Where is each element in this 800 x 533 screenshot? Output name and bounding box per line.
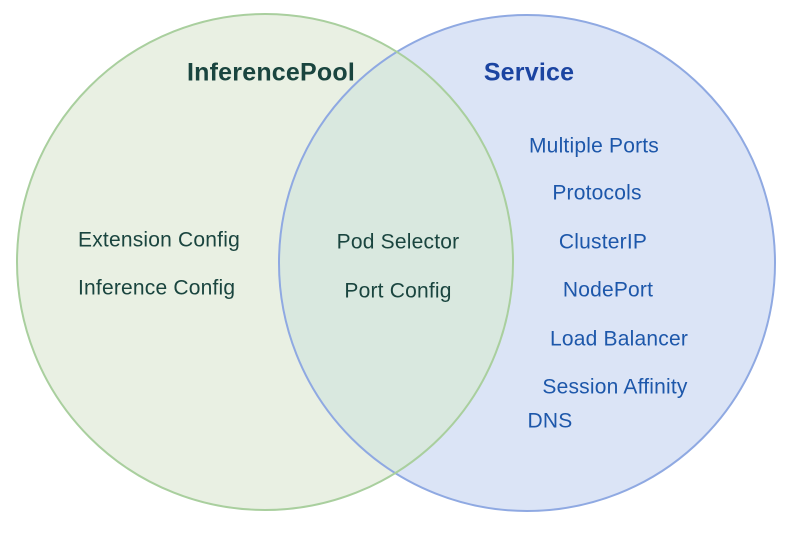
right-item-dns: DNS (527, 409, 573, 433)
overlap-item-port-config: Port Config (344, 279, 452, 303)
right-item-session-affinity: Session Affinity (542, 375, 688, 399)
left-item-inference-config: Inference Config (78, 276, 236, 300)
overlap-item-pod-selector: Pod Selector (336, 230, 460, 254)
left-circle-title: InferencePool (187, 58, 355, 87)
overlap-region-fill (279, 15, 513, 510)
right-circle-outline (278, 14, 776, 512)
right-item-clusterip: ClusterIP (558, 230, 648, 254)
right-item-protocols: Protocols (552, 181, 642, 205)
left-item-extension-config: Extension Config (78, 228, 240, 252)
right-item-nodeport: NodePort (562, 278, 654, 302)
right-item-multiple-ports: Multiple Ports (528, 134, 660, 158)
left-circle-outline (16, 13, 514, 511)
right-item-load-balancer: Load Balancer (549, 327, 689, 351)
right-circle-title: Service (483, 58, 575, 87)
